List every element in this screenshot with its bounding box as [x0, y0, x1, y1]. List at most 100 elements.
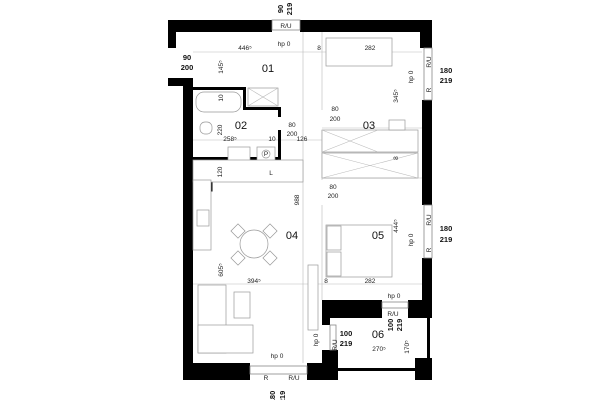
r06-door-ru: R/U [332, 339, 339, 351]
wardrobe-room03 [321, 129, 419, 179]
plan-shape [322, 300, 330, 325]
r06-hp: hp 0 [388, 293, 401, 300]
plan-shape [183, 78, 193, 380]
shower [247, 87, 279, 107]
plan-shape [278, 130, 281, 160]
dim-r04-w: 605⁵ [218, 263, 225, 277]
plan-shape [243, 107, 281, 110]
r06-win-h: 219 [395, 319, 404, 332]
furniture [192, 37, 419, 354]
room-01-label: 01 [262, 63, 274, 75]
plan-shape [168, 20, 176, 48]
r05-win-w: 180 [440, 224, 453, 233]
bottom-win-h: 219 [278, 391, 287, 400]
plan-shape [230, 250, 246, 266]
dining-table [230, 223, 278, 266]
dim-bath-len: 258⁵ [223, 136, 237, 143]
dim-126: 126 [297, 136, 308, 143]
r03-door-w: 80 [331, 106, 339, 113]
labels: 90 219 R/U 90 200 446⁵ hp 0 8 282 145⁵ 0… [181, 3, 453, 400]
window-room03 [423, 47, 433, 101]
window-bottom [249, 365, 308, 375]
room-02-label: 02 [235, 120, 247, 132]
plan-shape [422, 100, 432, 205]
plan-shape [408, 300, 432, 318]
dim-bed05: 282 [365, 278, 376, 285]
plan-shape [300, 20, 432, 32]
top-window-h: 219 [285, 3, 294, 16]
bottom-win-w: 180 [268, 391, 277, 400]
plan-shape [278, 107, 281, 117]
room-04-label: 04 [286, 230, 298, 242]
r03-win-h: 219 [440, 76, 453, 85]
r06-win-ru: R/U [387, 311, 399, 318]
r03-win-w: 180 [440, 66, 453, 75]
plan-shape [338, 368, 415, 371]
bottom-win-r: R [264, 375, 269, 382]
dim-hall-len: 446⁵ [238, 45, 252, 52]
r05-win-ru: R/U [426, 214, 433, 226]
r05-hp: hp 0 [408, 233, 415, 246]
dim-bed03: 282 [365, 45, 376, 52]
washer-label: P [264, 151, 268, 158]
bed-room03 [325, 37, 393, 67]
dim-bath-10a: 10 [218, 94, 225, 102]
plan-shape [239, 229, 269, 259]
top-window-w: 90 [276, 5, 285, 13]
plan-shape [420, 20, 432, 48]
plan-shape [262, 223, 278, 239]
plan-shape [183, 363, 250, 380]
bath-door-w: 80 [288, 122, 296, 129]
entry-door-w: 90 [183, 53, 191, 62]
kitchen-counter [192, 159, 304, 183]
dim-store: 120 [217, 166, 224, 177]
r03-wardrobe: 8 [393, 156, 400, 160]
plan-shape [230, 223, 246, 239]
toilet [199, 121, 213, 135]
dim-r04-len: 988 [294, 194, 301, 205]
plan-shape [322, 300, 382, 318]
window-room06 [381, 301, 409, 309]
plan-shape [193, 87, 246, 90]
room-06-label: 06 [372, 329, 384, 341]
dim-hall-w: 145⁵ [218, 60, 225, 74]
r03-win-ru: R/U [426, 56, 433, 68]
plan-shape [415, 358, 432, 380]
dim-r05-len: 444⁵ [393, 219, 400, 233]
dim-r06-w: 170⁵ [404, 340, 411, 354]
dim-r06-len: 270⁵ [372, 346, 386, 353]
guide-line [321, 129, 379, 153]
entry-door-h: 200 [181, 63, 194, 72]
dim-hall-8: 8 [317, 45, 321, 52]
dim-r04-depth: 394⁵ [247, 278, 261, 285]
dim-hall-hp: hp 0 [278, 41, 291, 48]
room-05-label: 05 [372, 230, 384, 242]
r03-hp: hp 0 [408, 70, 415, 83]
pillow-1 [326, 225, 342, 251]
r05-win-h: 219 [440, 235, 453, 244]
sink [227, 146, 251, 162]
dim-bath-220: 220 [217, 124, 224, 135]
plan-shape [168, 20, 272, 32]
stove [196, 209, 210, 227]
dim-bath-10b: 10 [268, 136, 276, 143]
dim-r03-len: 345⁵ [393, 89, 400, 103]
r06-win-w: 100 [386, 319, 395, 332]
bottom-hp: hp 0 [271, 353, 284, 360]
tv-unit [307, 264, 319, 331]
window-room05 [423, 204, 433, 259]
guide-line [321, 152, 419, 179]
desk-room03 [388, 119, 406, 131]
window-top [271, 19, 301, 31]
r05-win-r: R [426, 247, 433, 252]
bathtub [195, 91, 242, 113]
plan-shape [243, 87, 246, 110]
guide-line [247, 87, 279, 107]
r05-door-h: 200 [328, 193, 339, 200]
coffee-table [233, 291, 251, 319]
r06-door-w: 100 [340, 329, 353, 338]
kitchen-l: L [269, 170, 273, 177]
plan-shape [322, 350, 338, 380]
plan-shape [262, 250, 278, 266]
